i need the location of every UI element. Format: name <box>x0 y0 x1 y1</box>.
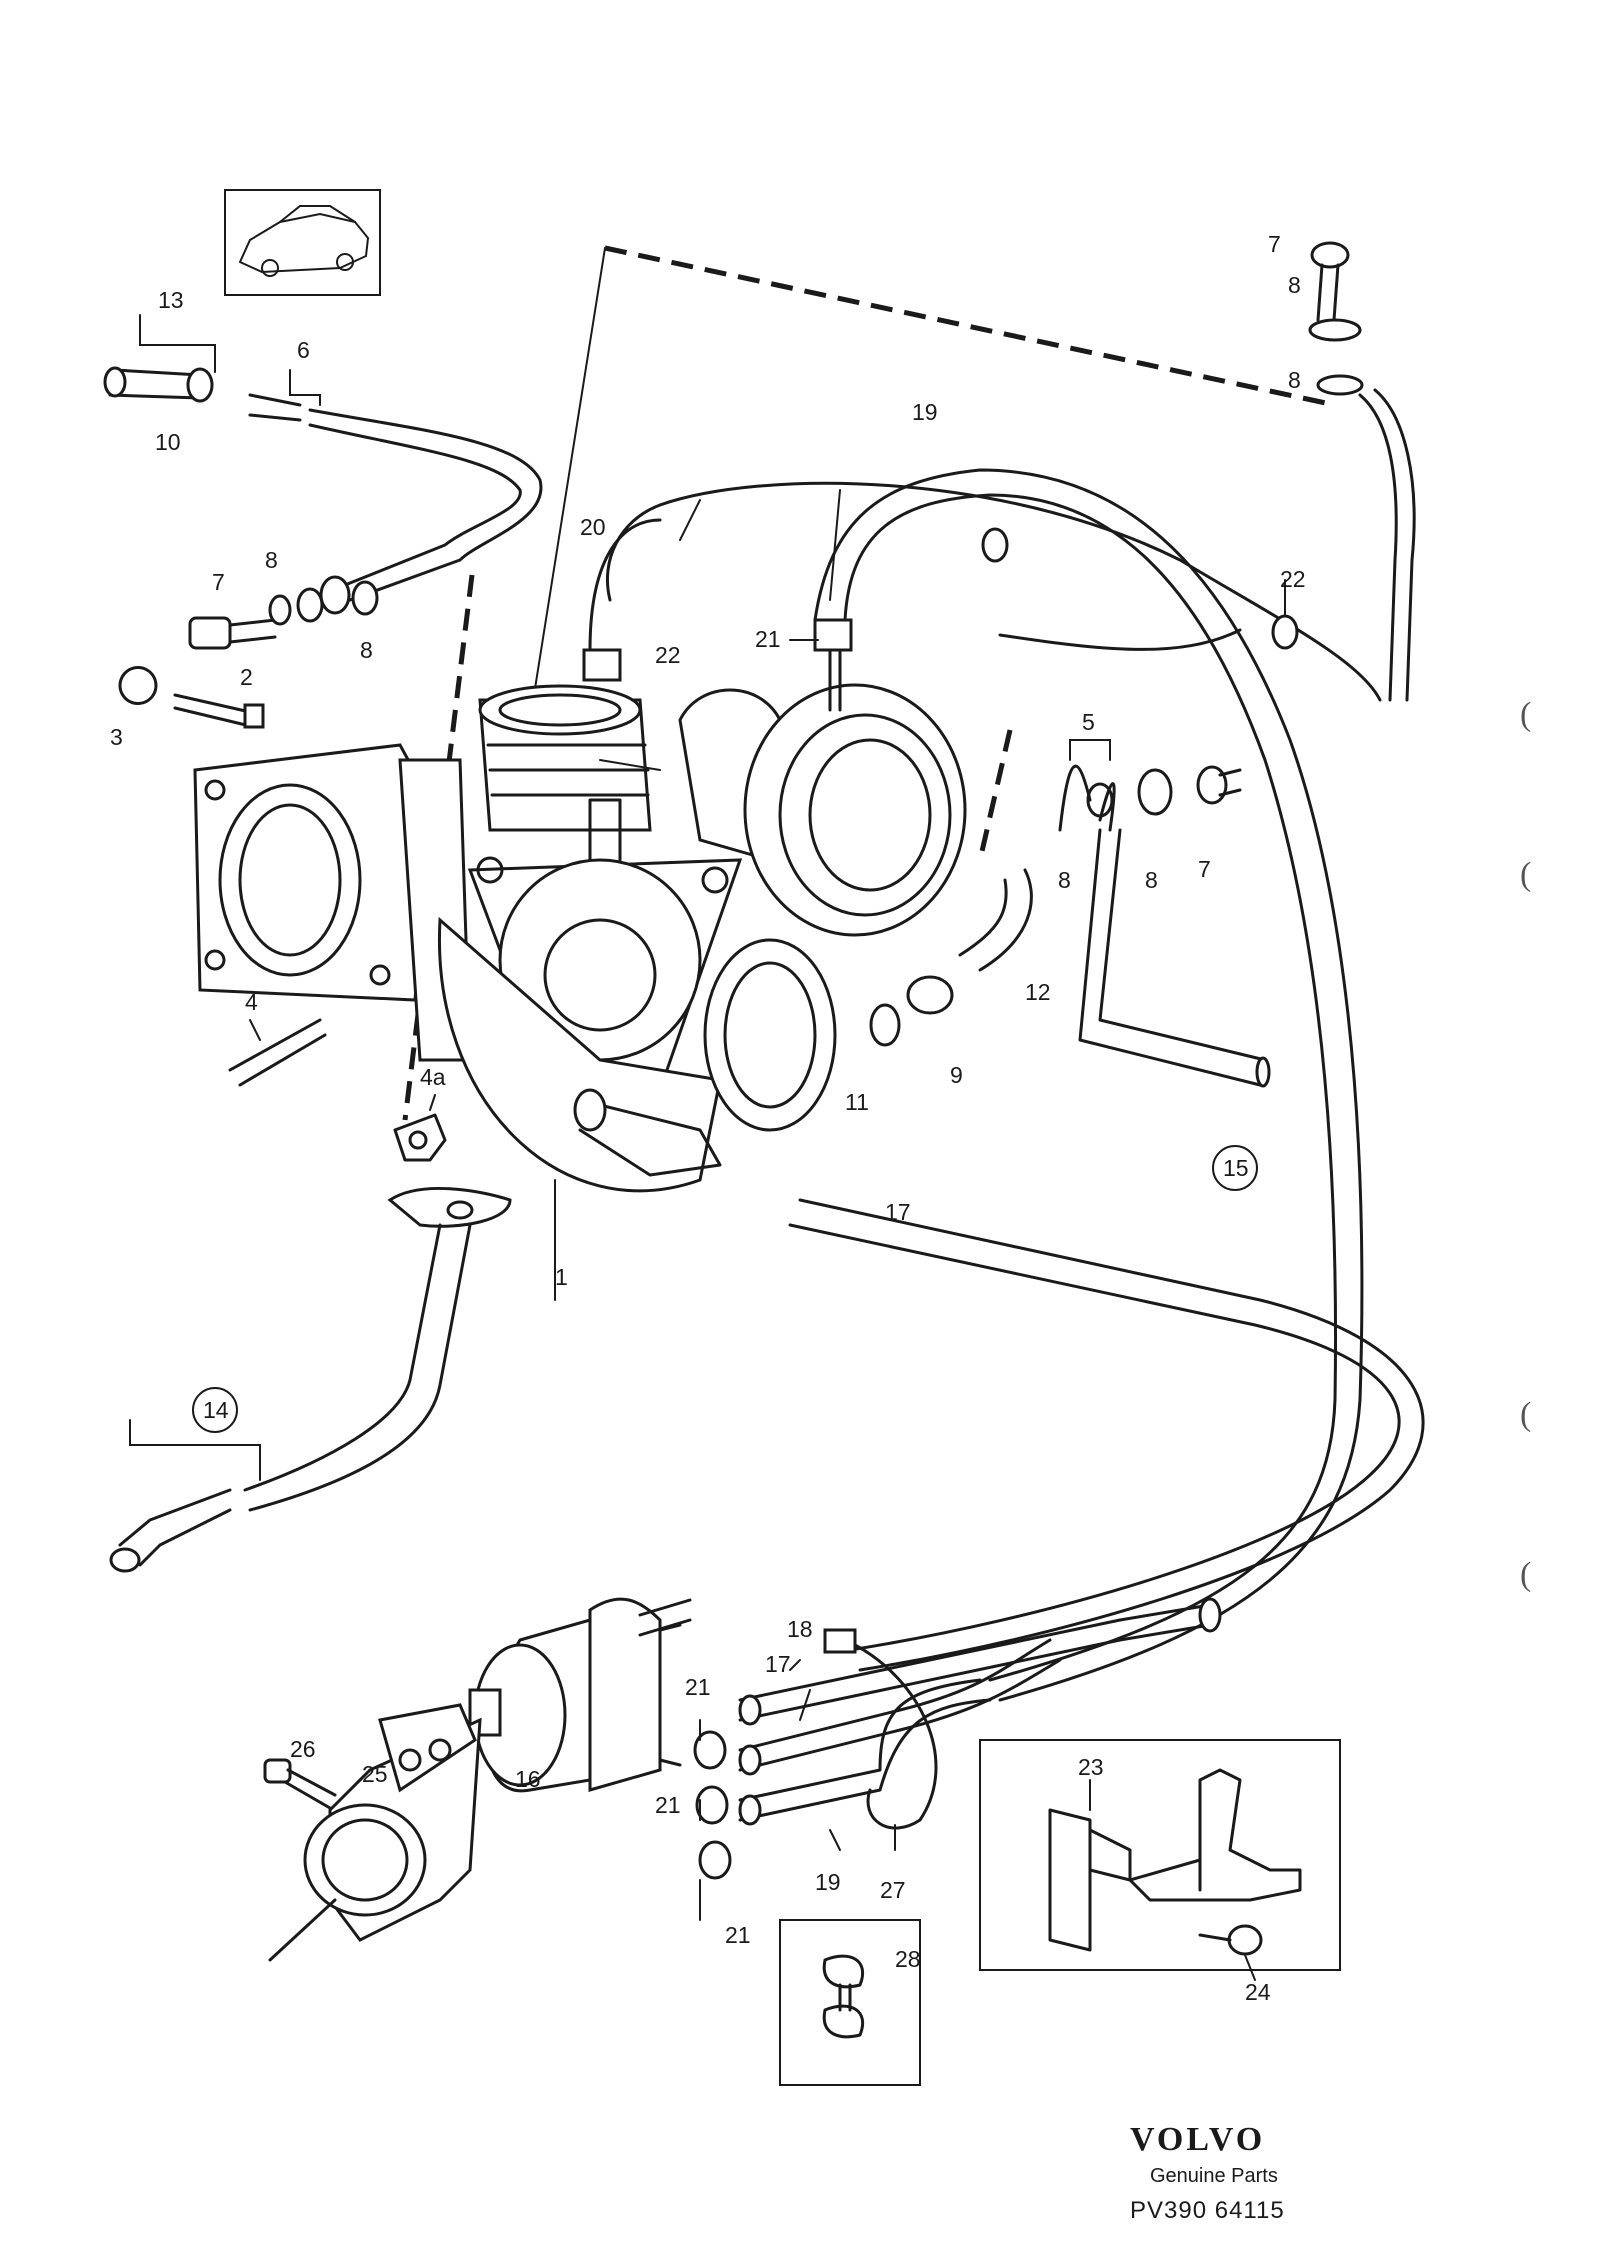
label-17-upper: 17 <box>885 1199 911 1225</box>
bolt-26 <box>263 1758 337 1810</box>
leader-lines <box>129 314 1286 1981</box>
label-4a: 4a <box>420 1064 446 1090</box>
stud-and-nut <box>118 666 265 729</box>
label-9: 9 <box>950 1062 963 1088</box>
label-10: 10 <box>155 429 181 455</box>
hose-14 <box>109 1186 512 1573</box>
right-banjo-assembly <box>869 241 1364 1088</box>
label-16: 16 <box>515 1766 541 1792</box>
drawing-code: PV390 64115 <box>1130 2197 1285 2224</box>
label-22-right: 22 <box>1280 566 1306 592</box>
label-8-a: 8 <box>265 547 278 573</box>
banjo-bolt-left <box>188 580 379 650</box>
hose-assembly-6-10 <box>103 366 543 615</box>
label-19-lower: 19 <box>815 1869 841 1895</box>
label-15: 15 <box>1223 1155 1249 1181</box>
detail-box-28 <box>779 1919 921 2086</box>
label-21-b: 21 <box>655 1792 681 1818</box>
label-25: 25 <box>362 1761 388 1787</box>
label-7-right: 7 <box>1198 856 1211 882</box>
label-8-d: 8 <box>1288 367 1301 393</box>
stud-4-nut-4a <box>228 1018 447 1162</box>
cable-tie-27 <box>823 1628 938 1830</box>
label-18: 18 <box>787 1616 813 1642</box>
label-8-c: 8 <box>1288 272 1301 298</box>
margin-mark-3: ( <box>1520 1396 1531 1433</box>
turbocharger <box>193 683 967 1193</box>
label-3: 3 <box>110 724 123 750</box>
label-21-upper: 21 <box>755 626 781 652</box>
label-4: 4 <box>245 989 258 1015</box>
label-2: 2 <box>240 664 253 690</box>
label-17-lower: 17 <box>765 1651 791 1677</box>
label-26: 26 <box>290 1736 316 1762</box>
label-8-f: 8 <box>1145 867 1158 893</box>
label-8-e: 8 <box>1058 867 1071 893</box>
margin-marks: ( ( ( ( <box>1520 696 1531 1593</box>
label-7-left: 7 <box>212 569 225 595</box>
label-13: 13 <box>158 287 184 313</box>
label-11: 11 <box>845 1089 869 1115</box>
label-19-upper: 19 <box>912 399 938 425</box>
label-14: 14 <box>203 1397 229 1423</box>
clips-upper <box>582 527 1009 712</box>
lower-hoses <box>693 1597 1222 1880</box>
bracket-25 <box>268 1703 482 1962</box>
label-12: 12 <box>1025 979 1051 1005</box>
label-23: 23 <box>1078 1754 1104 1780</box>
car-thumbnail <box>224 189 381 296</box>
label-21-a: 21 <box>685 1674 711 1700</box>
margin-mark-4: ( <box>1520 1556 1531 1593</box>
label-8-b: 8 <box>360 637 373 663</box>
volvo-logo: VOLVO <box>1130 2121 1265 2158</box>
label-22-center: 22 <box>655 642 681 668</box>
callout-circle-14 <box>192 1387 238 1433</box>
label-27: 27 <box>880 1877 906 1903</box>
label-24: 24 <box>1245 1979 1271 2005</box>
label-21-c: 21 <box>725 1922 751 1948</box>
actuator-16 <box>468 1597 692 1793</box>
label-20: 20 <box>580 514 606 540</box>
long-hoses <box>588 388 1425 1702</box>
detail-box-23-24 <box>979 1739 1341 1971</box>
brand-block: VOLVO Genuine Parts PV390 64115 <box>1130 2121 1285 2224</box>
margin-mark-2: ( <box>1520 856 1531 893</box>
part-labels: 1 2 3 4 4a 5 6 7 7 7 8 8 8 8 8 8 9 10 11… <box>110 231 1306 2005</box>
brand-subtitle: Genuine Parts <box>1150 2165 1278 2187</box>
label-28: 28 <box>895 1946 921 1972</box>
label-7-top: 7 <box>1268 231 1281 257</box>
label-6: 6 <box>297 337 310 363</box>
label-1: 1 <box>555 1264 568 1290</box>
callout-circle-15 <box>1212 1145 1258 1191</box>
label-5: 5 <box>1082 709 1095 735</box>
margin-mark-1: ( <box>1520 696 1531 733</box>
